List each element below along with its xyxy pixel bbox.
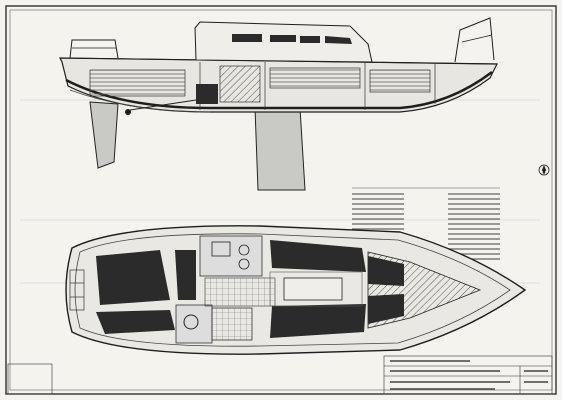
interior-profile [89,62,436,110]
prop-shaft [129,99,197,111]
bow-pulpit [454,17,495,63]
propeller [125,109,131,115]
sink-icon [211,241,231,257]
cabin-sole [204,277,276,307]
cabin-windows [232,34,352,44]
galley [199,235,263,277]
aft-cabin-berth [96,250,170,305]
compass-rose-icon [538,164,550,176]
aft-seat [175,250,196,300]
saloon-table [283,277,343,301]
v-berth-cushion-port [368,256,404,286]
head-compartment [175,304,213,344]
spec-table [352,187,500,260]
profile-view [59,17,498,191]
chart-table [211,307,253,341]
port-settee [270,240,366,272]
stern-pulpit [69,39,119,59]
border-frame [5,5,557,395]
starboard-settee [270,304,366,338]
v-berth-cushion-starboard [368,294,404,324]
title-block [7,355,553,395]
deck-edge [74,233,511,347]
engine-block [196,84,218,104]
aft-quarter-berth [96,310,175,334]
stove-burner-icon [238,258,250,270]
transom-steps [69,269,85,311]
rudder [89,101,119,169]
inner-border [9,9,553,391]
stove-burner-icon [238,244,250,256]
plan-view [65,225,527,355]
keel [254,107,306,191]
toilet-icon [183,314,199,330]
